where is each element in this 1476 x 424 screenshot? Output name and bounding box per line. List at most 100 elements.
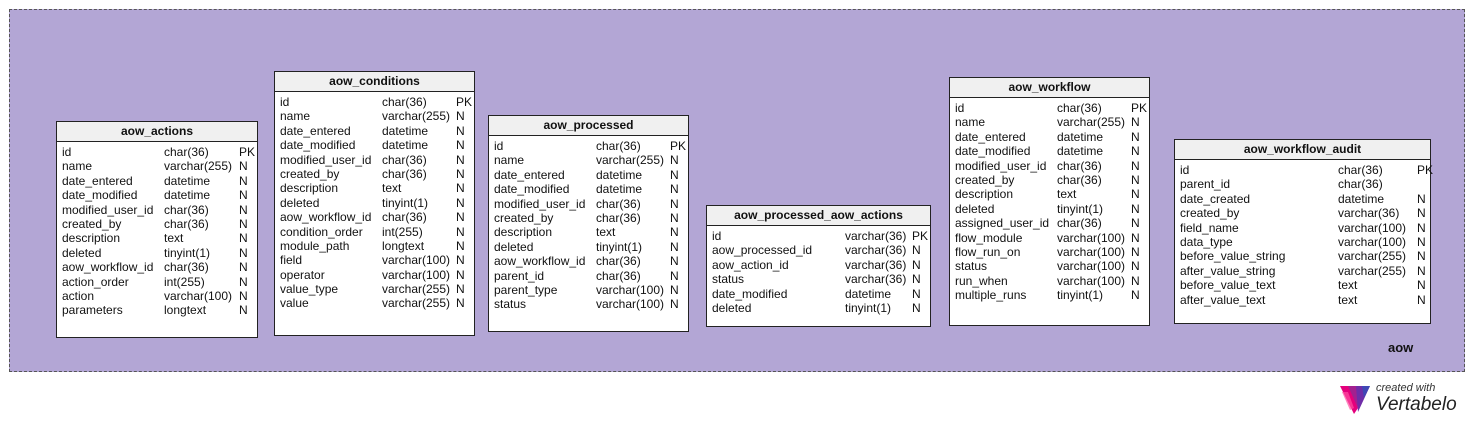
column-key: N	[239, 245, 248, 260]
column-type: tinyint(1)	[164, 245, 211, 260]
column-type: varchar(100)	[596, 282, 665, 297]
column-key: N	[239, 159, 248, 174]
column-name: value	[280, 296, 309, 311]
column-type: varchar(255)	[1338, 249, 1407, 264]
column-key: N	[1417, 191, 1426, 206]
column-type: varchar(100)	[1338, 234, 1407, 249]
column-key: N	[670, 182, 679, 197]
column-key: PK	[239, 145, 256, 159]
column-type: varchar(36)	[845, 272, 907, 287]
column-type: varchar(100)	[164, 288, 233, 303]
table-title: aow_workflow_audit	[1175, 140, 1430, 160]
column-name: parent_id	[1180, 177, 1231, 192]
column-key: N	[1417, 234, 1426, 249]
column-type: char(36)	[596, 139, 641, 153]
vertabelo-logo-icon	[1340, 386, 1370, 414]
column-key: N	[1131, 201, 1140, 216]
column-name: value_type	[280, 282, 339, 297]
column-type: char(36)	[1057, 158, 1102, 173]
column-type: char(36)	[596, 254, 641, 269]
column-type: varchar(255)	[1338, 263, 1407, 278]
column-key: N	[456, 282, 465, 297]
column-name: status	[494, 297, 527, 312]
logo-wordmark: Vertabelo	[1376, 394, 1457, 415]
